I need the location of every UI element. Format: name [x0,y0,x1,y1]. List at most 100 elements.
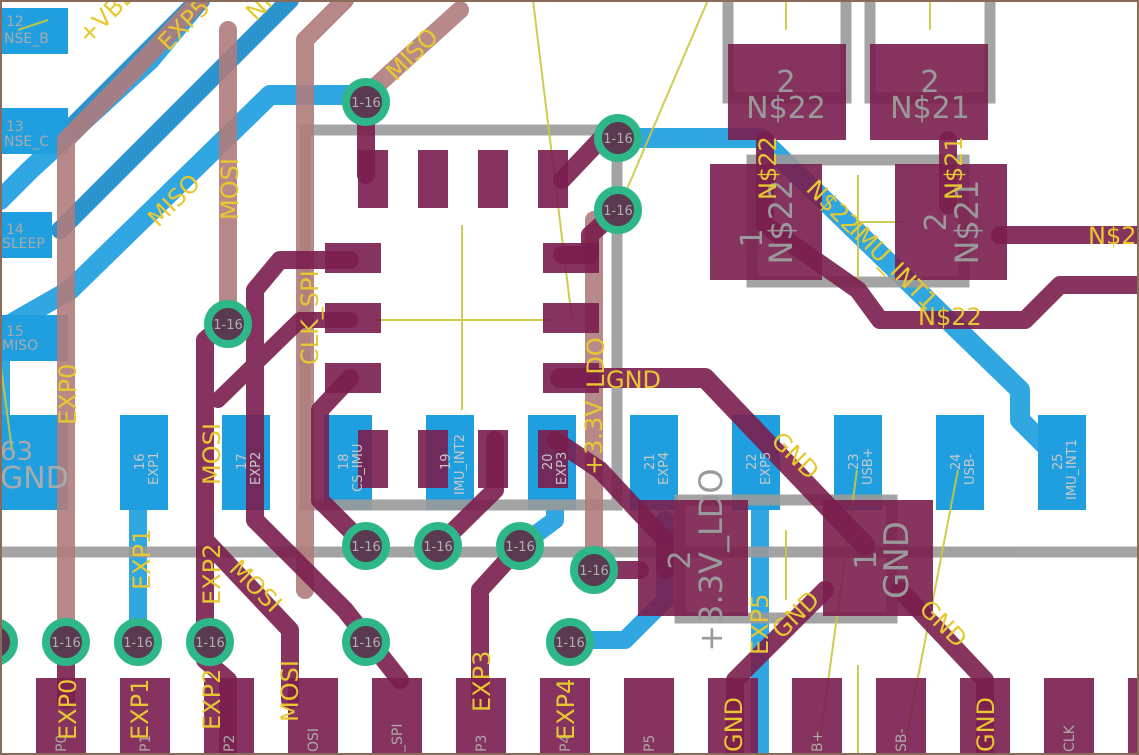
via-partial [0,618,18,666]
pin-pad-21 [630,415,678,510]
via-label: 1-16 [51,636,81,651]
top-trace-cs [311,369,375,555]
component-pad-b [870,44,988,140]
trace-clk-spi [296,0,354,599]
pin-pad-14 [0,212,52,258]
bottom-pad-5 [372,678,422,755]
via: 1-16 [414,522,462,570]
component-net: +3.3V_LDO [692,468,730,651]
bottom-pad-8 [624,678,674,755]
pin-num-63: 63 [0,437,33,467]
net-label-mosi-top: MOSI [216,158,244,220]
via-label: 1-16 [555,636,585,651]
pin-num-17: 17 [235,453,250,470]
net-label-v33: +3.3V [580,400,608,475]
bottom-pad-1 [36,678,86,755]
pin-num-18: 18 [337,453,352,470]
pin-pad-23 [834,415,882,510]
component-pad-c [710,164,822,280]
via-label: 1-16 [351,540,381,555]
pad-label: P3 [474,735,490,752]
pin-row-labels: 63 GND 16 EXP1 17 EXP2 18 CS_IMU 19 IMU_… [0,434,1080,500]
pad-label: OSI [306,728,322,752]
brown-trace-layer [57,0,603,649]
pad-label: CLK [1062,724,1078,752]
ic-pad-right-3 [543,363,599,393]
via: 1-16 [114,618,162,666]
pad-label: P0 [54,735,70,752]
component-pin: 2 [663,550,698,569]
bottom-pad-2 [120,678,170,755]
bottom-pad-3 [204,678,254,755]
component-pin: 2 [919,212,954,231]
pin-name-23: USB+ [861,447,876,485]
via: 1-16 [496,522,544,570]
component-net: N$21 [890,91,970,126]
ic-pad-right-2 [543,303,599,333]
net-label-clk-spi: CLK_SPI [296,270,324,365]
bottom-trace-imu-int1 [608,128,1070,470]
ic-pad-top-2 [418,150,448,208]
pin-pad-16 [120,415,168,510]
ic-pad-top-1 [358,150,388,208]
net-label-exp1-bottom: EXP1 [126,679,154,740]
bottom-pad-4 [288,678,338,755]
ic-pad-right-1 [543,243,599,273]
bottom-pad-10 [792,678,842,755]
net-label-exp2-bottom: EXP2 [198,669,226,730]
component-pad-e [638,500,748,616]
via-label: 1-16 [351,636,381,651]
pin-num-12: 12 [6,14,24,30]
net-label-n22-v: N$22 [754,136,782,200]
via-label: 1-16 [123,636,153,651]
via: 1-16 [570,546,618,594]
airwire-2 [617,0,709,211]
via: 1-16 [594,186,642,234]
pin-name-24: USB- [963,453,978,485]
via-label: 1-16 [579,564,609,579]
via-label: 1-16 [505,540,535,555]
via-label: 1-16 [351,96,381,111]
via-label: 1-16 [423,540,453,555]
component-pin: 2 [920,65,939,100]
via-label: 1-16 [195,636,225,651]
bottom-pad-7 [540,678,590,755]
via: 1-16 [546,618,594,666]
ic-pad-top-4 [538,150,568,208]
pin-num-15: 15 [6,324,24,340]
pin-num-16: 16 [133,453,148,470]
net-label-mosi-bottom: MOSI [276,660,304,722]
ic-pad-top-3 [478,150,508,208]
pin-num-13: 13 [6,119,24,135]
top-trace-mosi3 [196,531,299,709]
pin-pad-15 [0,315,68,361]
component-labels: 2 N$22 2 N$21 1 N$22 2 N$21 2 +3.3V_LDO … [663,65,986,652]
via-label: 1-16 [603,204,633,219]
via: 1-16 [342,522,390,570]
component-pin: 2 [776,65,795,100]
via: 1-16 [594,114,642,162]
component-pad-f [823,500,933,616]
net-label-exp3-bottom: EXP3 [468,651,496,712]
via: 1-16 [42,618,90,666]
pin-num-14: 14 [6,222,24,238]
pad-label: P4 [558,735,574,752]
pin-pad-24 [936,415,984,510]
vias: 1-16 1-16 1-16 1-16 1-16 1-16 1-16 1-16 … [0,78,642,666]
left-pin-labels: 12 NSE_B 13 NSE_C 14 SLEEP 15 MISO [2,14,49,354]
pin-num-19: 19 [439,453,454,470]
pin-name-21: EXP4 [657,452,672,485]
pin-pad-63 [0,415,68,510]
via: 1-16 [342,618,390,666]
pin-name-12: NSE_B [4,31,49,47]
pin-pad-25 [1038,415,1086,510]
ic-pad-left-3 [325,363,381,393]
pad-label: P2 [222,735,238,752]
component-net: GND [877,521,917,599]
net-label-gnd-ic: GND [606,366,661,394]
pin-num-20: 20 [541,453,556,470]
via-label: 1-16 [603,132,633,147]
net-label-n21-v: N$21 [940,136,968,200]
